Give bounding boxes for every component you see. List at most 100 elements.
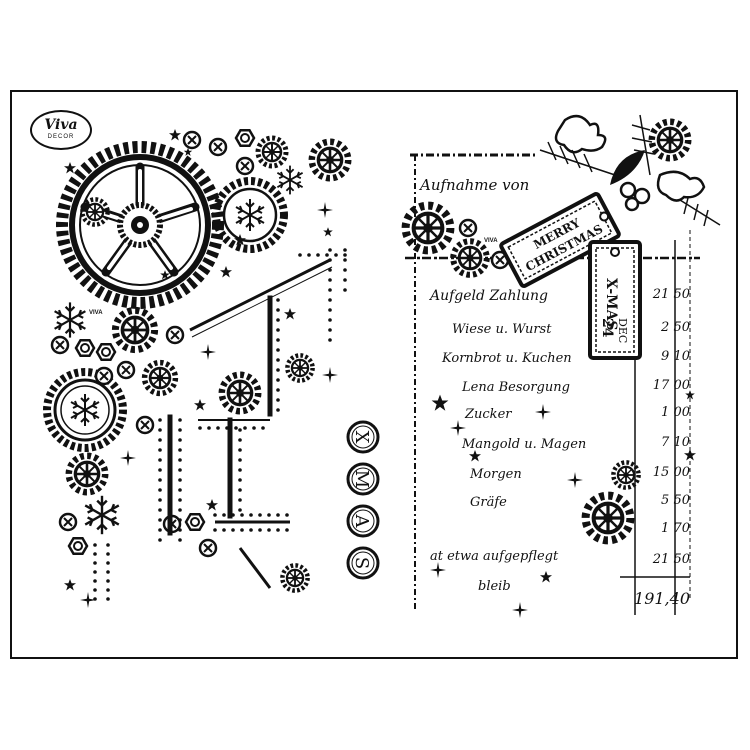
ledger-amount: 1 70 [661,521,690,536]
rivet-dot [328,308,332,312]
letter-m: M [351,470,372,488]
rivet-dots [93,248,347,601]
rivet-dot [216,426,220,430]
ledger-text: Morgen [469,467,522,482]
rivet-dot [234,426,238,430]
screw-icon [208,137,228,157]
snowflake-gear-icon [212,177,288,253]
rivet-dot [93,561,97,565]
rivet-dot [267,528,271,532]
rivet-dot [106,561,110,565]
right-ledger-stamp: Aufnahme von Aufgeld Zahlung Wiese u. Wu… [405,114,721,618]
rivet-dot [178,538,182,542]
rivet-dot [238,458,242,462]
rivet-dot [316,253,320,257]
nut-icon [74,338,96,358]
rivet-dot [178,458,182,462]
rivet-dot [343,278,347,282]
rivet-dot [240,528,244,532]
rivet-dot [222,528,226,532]
snowflake-icon [83,494,121,536]
letter-s: S [351,557,372,569]
rivet-dot [238,488,242,492]
gear-icon [586,496,631,541]
rivet-dot [276,298,280,302]
ledger-text: Aufnahme von [418,176,529,194]
rivet-dot [178,448,182,452]
merry-christmas-tag: MERRY CHRISTMAS [499,192,621,288]
rivet-dot [213,528,217,532]
screw-icon [135,415,155,435]
rivet-dot [261,426,265,430]
ledger-amount: 1 00 [661,405,690,420]
rivet-dot [106,597,110,601]
letter-a: A [351,514,372,529]
star-icon [194,399,206,411]
rivet-dot [93,588,97,592]
rivet-dot [343,268,347,272]
rivet-dot [106,588,110,592]
gear-icon [69,456,105,492]
gear-icon [652,122,688,158]
rivet-dot [93,552,97,556]
rivet-dot [328,268,332,272]
rivet-dot [238,468,242,472]
rivet-dot [231,513,235,517]
star-icon [323,227,333,237]
ledger-amount: 5 50 [661,493,690,508]
screw-icon [198,538,218,558]
ledger-amount: 21 50 [652,552,690,567]
rivet-dot [158,488,162,492]
rivet-dot [158,468,162,472]
rivet-dot [158,538,162,542]
small-brand-mark: VIVA [484,238,498,244]
ledger-text: bleib [478,579,511,594]
rivet-dot [328,328,332,332]
rivet-dot [276,338,280,342]
rivet-dot [178,498,182,502]
rivet-dot [106,579,110,583]
rivet-dot [276,368,280,372]
ledger-amount: 7 10 [661,435,690,450]
rivet-dot [328,338,332,342]
rivet-dot [276,358,280,362]
gear-icon [453,241,487,275]
ledger-amounts: 21 50 2 50 9 10 17 00 1 00 7 10 15 00 5 … [634,287,690,608]
screw-icon [50,335,70,355]
rivet-dot [238,448,242,452]
ledger-amount: 9 10 [661,349,690,364]
sparkle-icon [512,602,528,618]
rivet-dot [343,258,347,262]
rivet-dot [106,543,110,547]
tag-xmas-text: X-MAS [603,278,619,331]
snowflake-gear-icon [43,368,127,452]
tag-day-text: 24 [599,318,615,338]
rivet-dot [249,513,253,517]
rivet-dot [158,478,162,482]
nut-icon [234,128,256,148]
ledger-amount: 2 50 [660,320,690,335]
rivet-dot [225,426,229,430]
ledger-text: Zucker [464,407,512,422]
gear-icon [258,138,286,166]
rivet-dot [106,570,110,574]
ledger-amount: 15 00 [653,465,690,480]
screw-icon [182,130,202,150]
rivet-dot [298,253,302,257]
rivet-dot [276,408,280,412]
rivet-dot [158,498,162,502]
sparkle-icon [430,562,446,578]
letter-x: X [351,431,372,444]
rivet-dot [243,426,247,430]
rivet-dot [276,378,280,382]
star-icon [220,266,232,278]
gear-icon [145,363,176,394]
star-icon [684,449,696,461]
ledger-text: Mangold u. Magen [461,437,586,452]
rivet-dot [276,398,280,402]
ledger-text: Lena Besorgung [461,380,570,395]
star-icon [206,499,218,511]
logo-sub-text: DECOR [47,134,75,140]
rivet-dot [231,528,235,532]
rivet-dot [334,253,338,257]
